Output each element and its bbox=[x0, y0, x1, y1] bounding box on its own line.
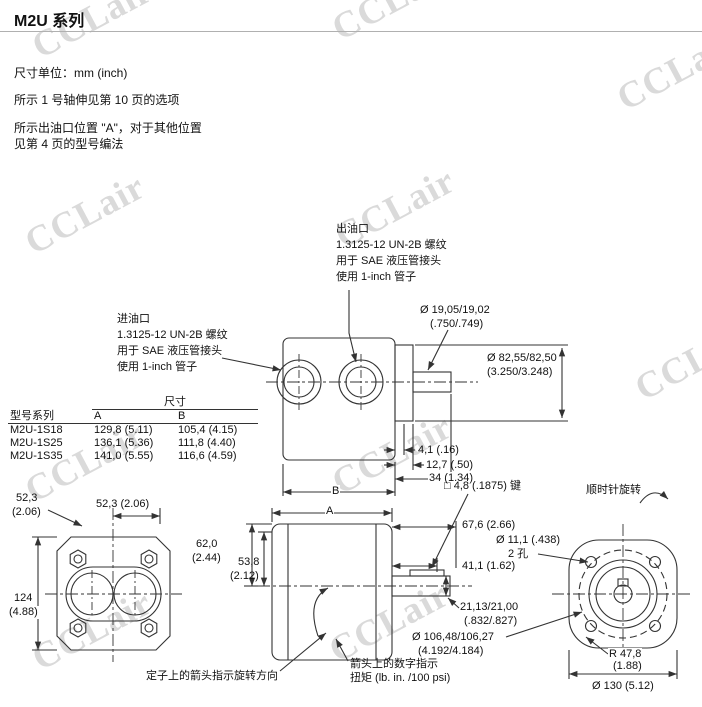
outlet-port-label: 出油口 1.3125-12 UN-2B 螺纹 用于 SAE 液压管接头 使用 1… bbox=[336, 221, 447, 285]
port-position-note-line2: 见第 4 页的型号编法 bbox=[14, 137, 124, 151]
page-title: M2U 系列 bbox=[14, 13, 85, 30]
bolt-hex bbox=[140, 618, 158, 638]
table-col-model: 型号系列 bbox=[8, 409, 92, 424]
dim-b-cell: 105,4 (4.15) bbox=[178, 424, 238, 436]
pump-front-view bbox=[45, 508, 182, 662]
dim-r47-8-mm: R 47,8 bbox=[608, 648, 643, 661]
dim-a-cell: 141,0 (5.55) bbox=[94, 450, 154, 462]
dim-a-cell: 136,1 (5.36) bbox=[94, 437, 154, 449]
inlet-tube: 使用 1-inch 管子 bbox=[117, 361, 198, 373]
shaft-dia-leader-line bbox=[427, 329, 449, 371]
stator-arrow-note: 定子上的箭头指示旋转方向 bbox=[146, 670, 278, 682]
dim-pilot-dia-mm: Ø 82,55/82,50 bbox=[486, 352, 558, 365]
inlet-thread: 1.3125-12 UN-2B 螺纹 bbox=[117, 329, 228, 341]
model-cell: M2U-1S35 bbox=[10, 450, 63, 462]
outlet-tube: 使用 1-inch 管子 bbox=[336, 271, 417, 283]
units-note: 尺寸单位：mm (inch) bbox=[14, 66, 128, 80]
inlet-leader-line bbox=[221, 357, 282, 372]
dim-124-mm: 124 bbox=[14, 592, 33, 604]
model-cell: M2U-1S18 bbox=[10, 424, 63, 436]
shaft-extension-note: 所示 1 号轴伸见第 10 页的选项 bbox=[14, 93, 180, 107]
dim-holes-dia: Ø 11,1 (.438) bbox=[496, 534, 560, 546]
mounting-flange bbox=[394, 344, 414, 422]
inlet-port-label: 进油口 1.3125-12 UN-2B 螺纹 用于 SAE 液压管接头 使用 1… bbox=[117, 311, 228, 375]
torque-note-line2: 扭矩 (lb. in. /100 psi) bbox=[350, 672, 451, 684]
dim-b-cell: 111,8 (4.40) bbox=[178, 437, 236, 449]
pump-top-view bbox=[266, 337, 478, 461]
dim-holes-count: 2 孔 bbox=[508, 548, 529, 560]
inlet-title: 进油口 bbox=[117, 313, 150, 325]
holes-leader-line bbox=[537, 553, 589, 564]
bolt-hex bbox=[69, 549, 87, 569]
side-view-dimensions bbox=[244, 493, 589, 672]
dim-21-in: (.832/.827) bbox=[464, 615, 518, 627]
dim-52-3-mm: 52,3 bbox=[16, 492, 38, 504]
dimension-table: 尺寸 型号系列 A B M2U-1S18 129,8 (5.11) 105,4 … bbox=[8, 396, 258, 463]
dim-b-label: B bbox=[331, 485, 341, 498]
bolt-circle-leader-line bbox=[505, 611, 583, 638]
table-row: M2U-1S25 136,1 (5.36) 111,8 (4.40) bbox=[8, 437, 258, 450]
radius-leader-line bbox=[585, 636, 609, 655]
mounting-hole bbox=[648, 555, 662, 569]
dim-41-1: 41,1 (1.62) bbox=[462, 560, 516, 572]
model-cell: M2U-1S25 bbox=[10, 437, 63, 449]
torque-note-line1: 箭头上的数字指示 bbox=[350, 658, 438, 670]
dim-4-1: 4,1 (.16) bbox=[418, 444, 459, 456]
dim-62-mm: 62,0 bbox=[196, 538, 218, 550]
port-position-note-line1: 所示出油口位置 "A"，对于其他位置 bbox=[14, 121, 202, 135]
keyway bbox=[617, 578, 629, 587]
outlet-thread: 1.3125-12 UN-2B 螺纹 bbox=[336, 239, 447, 251]
table-row: M2U-1S35 141,0 (5.55) 116,6 (4.59) bbox=[8, 450, 258, 463]
mounting-hole bbox=[584, 555, 598, 569]
table-col-b: B bbox=[176, 409, 258, 424]
rotation-label: 顺时针旋转 bbox=[586, 484, 641, 496]
rear-view-dimensions bbox=[568, 490, 678, 679]
table-size-header: 尺寸 bbox=[92, 396, 258, 410]
dim-62-in: (2.44) bbox=[192, 552, 221, 564]
table-row: M2U-1S18 129,8 (5.11) 105,4 (4.15) bbox=[8, 424, 258, 438]
clockwise-arrow bbox=[639, 490, 669, 504]
dim-130: Ø 130 (5.12) bbox=[592, 680, 654, 692]
key-leader-line bbox=[431, 493, 469, 568]
dim-shaft-dia-mm: Ø 19,05/19,02 bbox=[420, 304, 490, 316]
outlet-title: 出油口 bbox=[336, 223, 369, 235]
dim-a-label: A bbox=[325, 505, 335, 518]
pilot-dia-dimension bbox=[415, 344, 568, 422]
rotation-direction-arrow bbox=[313, 587, 329, 637]
dim-53-8-mm: 53,8 bbox=[238, 556, 260, 568]
shaft-key bbox=[409, 569, 445, 577]
dim-53-8-in: (2.12) bbox=[230, 570, 259, 582]
outlet-leader-line bbox=[348, 290, 358, 363]
dim-67-6: 67,6 (2.66) bbox=[462, 519, 516, 531]
dim-r47-8-in: (1.88) bbox=[612, 660, 643, 673]
dim-124-in: (4.88) bbox=[8, 606, 39, 619]
mounting-hole bbox=[648, 619, 662, 633]
stator-note-leader-line bbox=[279, 632, 327, 672]
table-col-a: A bbox=[92, 409, 176, 424]
inlet-fitting: 用于 SAE 液压管接头 bbox=[117, 345, 223, 357]
mounting-hole bbox=[584, 619, 598, 633]
dim-52-3-inline: 52,3 (2.06) bbox=[96, 498, 150, 510]
dim-b-cell: 116,6 (4.59) bbox=[178, 450, 237, 462]
dim-a-cell: 129,8 (5.11) bbox=[94, 424, 153, 436]
outlet-fitting: 用于 SAE 液压管接头 bbox=[336, 255, 442, 267]
bolt-hex bbox=[140, 549, 158, 569]
dim-bolt-circle-mm: Ø 106,48/106,27 bbox=[412, 631, 494, 643]
dim-key-label: □ 4,8 (.1875) 键 bbox=[444, 480, 521, 492]
bolt-hex bbox=[69, 618, 87, 638]
dim-52-3-in: (2.06) bbox=[12, 506, 41, 518]
front-view-dimensions bbox=[32, 508, 161, 651]
torque-note-leader-line bbox=[335, 638, 349, 662]
header-rule bbox=[0, 31, 702, 32]
dim-21-mm: 21,13/21,00 bbox=[460, 601, 519, 613]
pump-side-view bbox=[258, 523, 472, 661]
dim-12-7: 12,7 (.50) bbox=[426, 459, 474, 471]
dim-pilot-dia-in: (3.250/3.248) bbox=[486, 366, 554, 379]
dim-shaft-dia-in: (.750/.749) bbox=[430, 318, 484, 330]
dim-bolt-circle-in: (4.192/4.184) bbox=[418, 645, 484, 657]
pump-rear-view bbox=[552, 524, 692, 664]
